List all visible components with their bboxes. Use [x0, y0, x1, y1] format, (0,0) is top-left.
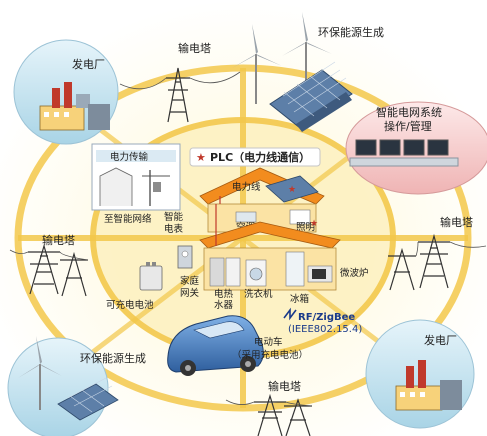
- ev-label-2: （采用充电电池）: [232, 349, 308, 361]
- electric-car: 电动车 （采用充电电池）: [167, 315, 308, 376]
- water-heater-icon: [225, 257, 241, 287]
- home-gateway-label-2: 网关: [180, 287, 200, 299]
- rechargeable-battery: 可充电电池: [106, 262, 163, 311]
- transmission-tower-label-top: 输电塔: [178, 41, 211, 55]
- refrigerator-label: 冰箱: [290, 293, 309, 305]
- smart-meter: 智能 电表: [164, 211, 193, 269]
- transmission-tower-left: 输电塔: [9, 233, 89, 297]
- ev-label-1: 电动车: [254, 336, 283, 348]
- transmission-tower-bottom: 输电塔: [225, 379, 313, 436]
- transmission-tower-top: 输电塔: [119, 41, 241, 123]
- lighting-star-icon: ★: [310, 219, 318, 229]
- power-line-label: 电力线: [232, 181, 261, 193]
- refrigerator-icon: [285, 251, 305, 287]
- renewable-bottom-left: 环保能源生成: [7, 336, 146, 436]
- transmission-tower-label-bottom: 输电塔: [268, 379, 301, 393]
- power-plant-top-left: 发电厂: [13, 39, 119, 145]
- home-gateway-icon: [209, 257, 225, 287]
- power-plant-bottom-right: 发电厂: [365, 319, 475, 429]
- home-gateway-label-1: 家庭: [180, 275, 200, 287]
- transmission-tower-right: 输电塔: [388, 215, 487, 291]
- rechargeable-battery-label: 可充电电池: [106, 299, 154, 311]
- microwave-label: 微波炉: [340, 267, 369, 279]
- plc-label-box: ★ PLC（电力线通信）: [189, 147, 321, 167]
- washing-machine-label: 洗衣机: [244, 288, 273, 300]
- to-smart-grid-label: 至智能网络: [104, 213, 152, 225]
- wireless-icon: [283, 307, 297, 321]
- smart-grid-system-label-1: 智能电网系统: [376, 105, 442, 119]
- lighting-label: 照明: [296, 222, 315, 233]
- power-transmission-panel: 电力传输 至智能网络: [91, 143, 181, 225]
- smart-grid-system: 智能电网系统 操作/管理: [345, 101, 487, 195]
- ieee-label: (IEEE802.15.4): [288, 324, 362, 335]
- rf-zigbee: RF/ZigBee (IEEE802.15.4): [283, 307, 362, 335]
- renewable-label-top: 环保能源生成: [318, 25, 384, 39]
- power-plant-label-bottom: 发电厂: [424, 333, 457, 347]
- smart-house: ★ 电力线 空调 照明 ★: [199, 167, 341, 291]
- power-transmission-label: 电力传输: [110, 151, 149, 163]
- plc-star-icon: ★: [196, 151, 206, 164]
- plc-roof-star-icon: ★: [288, 185, 296, 195]
- water-heater-label-2: 水器: [214, 299, 234, 311]
- power-plant-label: 发电厂: [72, 57, 105, 71]
- smart-meter-label-1: 智能: [164, 211, 184, 223]
- renewable-label-bottom: 环保能源生成: [80, 351, 146, 365]
- water-heater-label-1: 电热: [214, 288, 234, 300]
- smart-meter-label-2: 电表: [164, 223, 184, 235]
- plc-label: PLC（电力线通信）: [210, 150, 310, 164]
- renewable-top: 环保能源生成: [232, 12, 384, 132]
- transmission-tower-label-right: 输电塔: [440, 215, 473, 229]
- transmission-tower-label-left: 输电塔: [42, 233, 75, 247]
- smart-grid-system-label-2: 操作/管理: [384, 119, 432, 133]
- rf-zigbee-label: RF/ZigBee: [298, 312, 355, 323]
